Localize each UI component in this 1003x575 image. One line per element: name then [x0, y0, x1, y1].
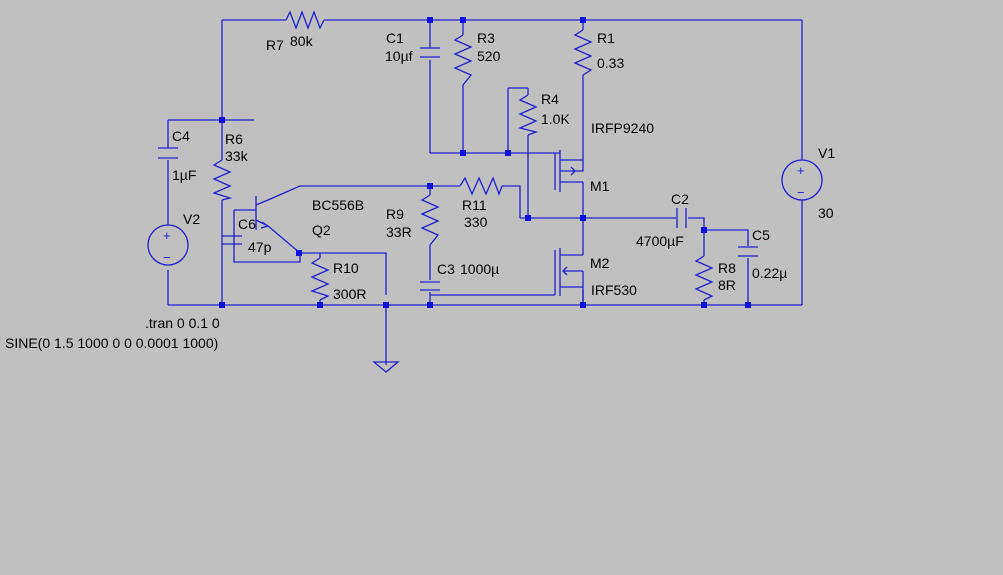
r6-resistor[interactable] — [212, 159, 233, 201]
v2-source[interactable]: + − — [147, 224, 189, 266]
m1-pmos[interactable] — [554, 150, 584, 192]
r11-resistor[interactable] — [459, 176, 503, 196]
m1-name: M1 — [590, 178, 610, 194]
r11-name: R11 — [462, 197, 487, 213]
c1-name: C1 — [386, 30, 404, 46]
c3-capacitor[interactable] — [420, 281, 440, 291]
junctions — [219, 17, 751, 308]
q2-value: BC556B — [312, 197, 364, 213]
c3-value: 1000µ — [460, 261, 499, 277]
r3-name: R3 — [477, 30, 495, 46]
c5-name: C5 — [752, 227, 770, 243]
m1-value: IRFP9240 — [591, 120, 654, 136]
r1-value: 0.33 — [597, 55, 624, 71]
r9-value: 33R — [386, 224, 412, 240]
r9-name: R9 — [386, 206, 404, 222]
v2-plus-sign: + — [163, 228, 171, 243]
r8-value: 8R — [718, 277, 736, 293]
c2-name: C2 — [671, 191, 689, 207]
r10-value: 300R — [333, 286, 366, 302]
r7-value: 80k — [290, 33, 314, 49]
r3-resistor[interactable] — [453, 34, 473, 86]
r1-resistor[interactable] — [573, 29, 593, 76]
r10-resistor[interactable] — [310, 257, 330, 301]
c6-name: C6 — [238, 216, 256, 232]
r6-name: R6 — [225, 131, 243, 147]
r10-name: R10 — [333, 260, 359, 276]
m2-nmos[interactable] — [554, 240, 584, 305]
v2-value: SINE(0 1.5 1000 0 0 0.0001 1000) — [5, 335, 218, 351]
v1-minus-sign: − — [797, 185, 805, 200]
c2-value: 4700µF — [636, 233, 684, 249]
c1-capacitor[interactable] — [420, 47, 440, 58]
v1-plus-sign: + — [797, 163, 805, 178]
tran-directive[interactable]: .tran 0 0.1 0 — [145, 315, 220, 331]
r4-resistor[interactable] — [517, 94, 539, 136]
r9-resistor[interactable] — [420, 194, 440, 246]
c4-name: C4 — [172, 128, 190, 144]
r4-name: R4 — [541, 91, 559, 107]
c4-capacitor[interactable] — [158, 147, 178, 159]
r3-value: 520 — [477, 48, 501, 64]
c5-value: 0.22µ — [752, 265, 787, 281]
c6-capacitor[interactable] — [222, 235, 242, 245]
c4-value: 1µF — [172, 167, 196, 183]
m2-name: M2 — [590, 255, 610, 271]
c6-value: 47p — [248, 239, 272, 255]
q2-name: Q2 — [312, 222, 331, 238]
ground-symbol — [372, 361, 400, 373]
r11-value: 330 — [464, 214, 488, 230]
c3-name: C3 — [437, 261, 455, 277]
v2-minus-sign: − — [163, 250, 171, 265]
r4-value: 1.0K — [541, 111, 570, 127]
m2-value: IRF530 — [591, 282, 637, 298]
v2-name: V2 — [183, 211, 200, 227]
r1-name: R1 — [597, 30, 615, 46]
v1-source[interactable]: + − — [781, 159, 823, 201]
r7-name: R7 — [266, 37, 284, 53]
c1-value: 10µf — [385, 48, 413, 64]
r8-resistor[interactable] — [694, 255, 714, 301]
labels: R7 80k C1 10µf R3 520 R1 0.33 R4 1.0K IR… — [5, 30, 835, 351]
v1-value: 30 — [818, 205, 834, 221]
v1-name: V1 — [818, 145, 835, 161]
r7-resistor[interactable] — [285, 10, 325, 30]
r6-value: 33k — [225, 148, 249, 164]
r8-name: R8 — [718, 260, 736, 276]
c2-capacitor[interactable] — [676, 208, 687, 228]
c5-capacitor[interactable] — [738, 246, 758, 257]
q2-transistor[interactable] — [254, 196, 270, 230]
